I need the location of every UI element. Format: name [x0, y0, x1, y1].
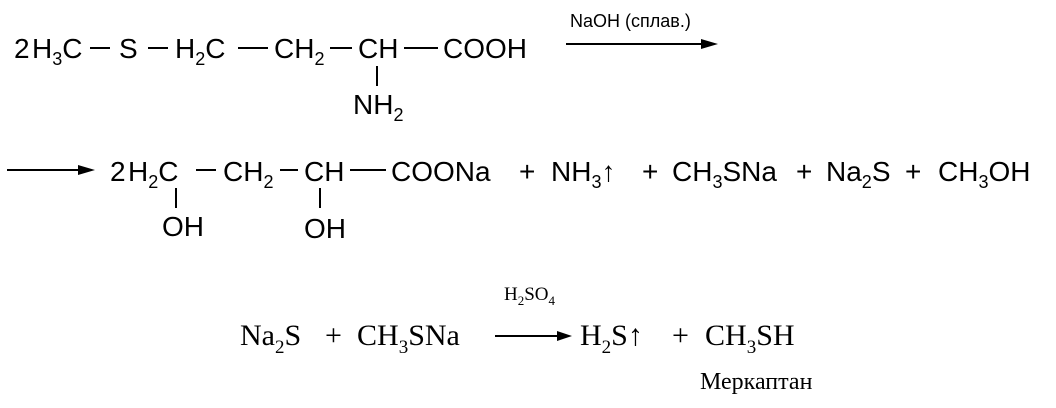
reaction-condition: NaOH (сплав.) [570, 11, 691, 31]
sodium-methanethiolate: CH3SNa [672, 156, 777, 192]
amino-group: NH2 [353, 89, 403, 125]
carboxylate-group: COONa [391, 156, 491, 187]
alpha-carbon: CH [358, 33, 398, 64]
plus-sign: + [796, 156, 812, 187]
methylene-group: CH2 [274, 33, 324, 69]
methylene-group: H2C [175, 33, 225, 69]
reaction-1: 2 H3C S H2C CH2 CH COOH NH2 NaOH (сплав.… [14, 11, 718, 125]
product-dihydroxybutanoate: 2 H2C CH2 CH COONa OH OH [110, 156, 491, 244]
methanethiol: CH3SH [705, 319, 795, 358]
reaction-arrow [7, 165, 95, 175]
sodium-sulfide: Na2S [240, 319, 301, 358]
product-label: Меркаптан [700, 369, 813, 395]
reactant-methionine: 2 H3C S H2C CH2 CH COOH NH2 [14, 33, 527, 125]
sodium-methanethiolate: CH3SNa [357, 319, 460, 358]
hydrogen-sulfide: H2S↑ [580, 319, 643, 358]
sodium-sulfide: Na2S [826, 156, 891, 192]
reaction-arrow: H2SO4 [495, 284, 572, 341]
reaction-arrow: NaOH (сплав.) [566, 11, 718, 49]
sulfur-atom: S [119, 33, 138, 64]
plus-sign: + [642, 156, 658, 187]
arrowhead [701, 39, 718, 49]
hydroxyl-group: OH [304, 213, 346, 244]
plus-sign: + [672, 319, 689, 352]
arrowhead [557, 331, 572, 341]
coefficient: 2 [110, 156, 126, 187]
plus-sign: + [905, 156, 921, 187]
reaction-condition: H2SO4 [504, 284, 556, 308]
hydroxyl-group: OH [162, 211, 204, 242]
carboxyl-group: COOH [443, 33, 527, 64]
coefficient: 2 [14, 33, 30, 64]
plus-sign: + [325, 319, 342, 352]
reaction-2: 2 H2C CH2 CH COONa OH OH + NH3↑ + CH3SNa… [7, 156, 1030, 244]
arrowhead [78, 165, 95, 175]
alpha-carbon: CH [304, 156, 344, 187]
reaction-3: Na2S + CH3SNa H2SO4 H2S↑ + CH3SH Меркапт… [240, 284, 813, 395]
methylene-group: CH2 [223, 156, 273, 192]
plus-sign: + [519, 156, 535, 187]
methanol: CH3OH [938, 156, 1030, 192]
methylene-group: H2C [128, 156, 178, 192]
methyl-group: H3C [32, 33, 82, 69]
ammonia: NH3↑ [551, 156, 615, 192]
